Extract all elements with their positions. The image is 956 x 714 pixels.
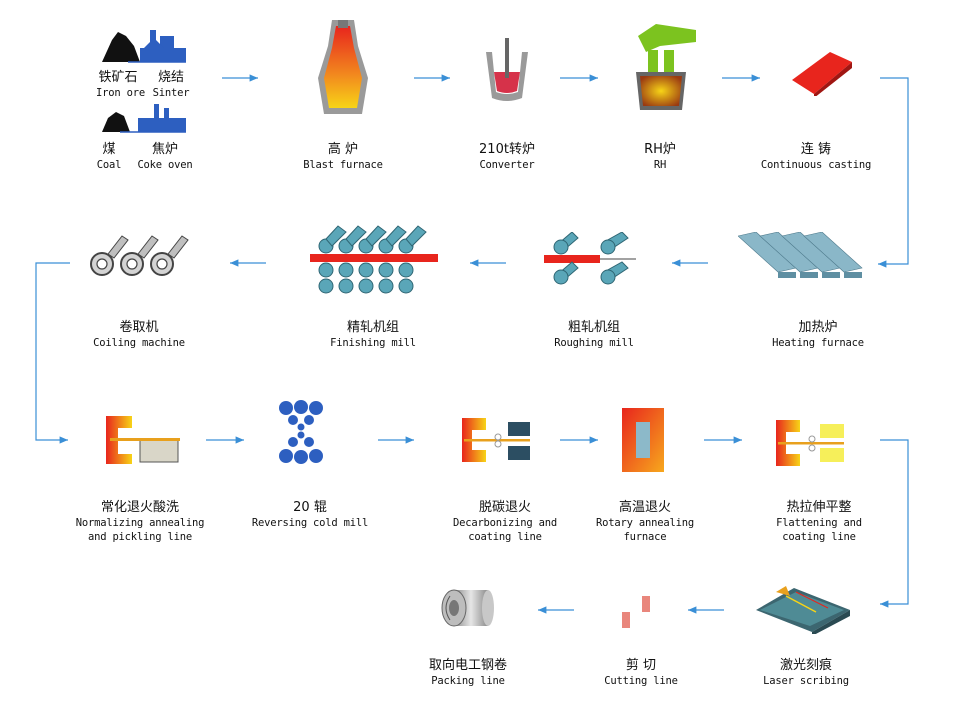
laser-scribing-icon: [756, 586, 850, 634]
cutting-line-label: 剪 切 Cutting line: [596, 658, 686, 688]
flattening-zh: 热拉伸平整: [786, 500, 852, 515]
coiling-machine-icon: [90, 235, 189, 276]
laser-scribing-en: Laser scribing: [763, 675, 849, 687]
iron-ore-label: 铁矿石 Iron ore: [96, 70, 145, 100]
coke-oven-zh: 焦炉: [151, 142, 178, 157]
coiling-machine-label: 卷取机 Coiling machine: [84, 320, 194, 350]
roughing-mill-en: Roughing mill: [554, 337, 634, 349]
heating-furnace-label: 加热炉 Heating furnace: [760, 320, 876, 350]
normalizing-label: 常化退火酸洗 Normalizing annealing and picklin…: [68, 500, 212, 544]
roughing-mill-icon: [544, 232, 636, 285]
flattening-en-line2: coating line: [782, 531, 856, 543]
iron-ore-sinter-icon: [102, 30, 186, 63]
packing-line-zh: 取向电工钢卷: [428, 658, 507, 673]
blast-furnace-en: Blast furnace: [303, 159, 383, 171]
finishing-mill-zh: 精轧机组: [346, 320, 399, 335]
finishing-mill-en: Finishing mill: [330, 337, 416, 349]
decarbonizing-zh: 脱碳退火: [478, 500, 531, 515]
rh-label: RH炉 RH: [630, 142, 690, 172]
continuous-casting-en: Continuous casting: [760, 159, 872, 171]
continuous-casting-zh: 连 铸: [800, 142, 832, 157]
rotary-annealing-label: 高温退火 Rotary annealing furnace: [590, 500, 700, 544]
converter-icon: [486, 38, 528, 101]
cutting-line-icon: [622, 596, 650, 628]
rotary-annealing-en-line2: furnace: [623, 531, 667, 543]
rotary-annealing-furnace-icon: [622, 408, 664, 472]
reversing-cold-mill-icon: [279, 400, 323, 464]
coke-oven-label: 焦炉 Coke oven: [134, 142, 196, 172]
normalizing-annealing-icon: [106, 416, 180, 464]
coal-en: Coal: [96, 159, 122, 171]
converter-en: Converter: [479, 159, 535, 171]
normalizing-zh: 常化退火酸洗: [100, 500, 179, 515]
connector-left: [35, 262, 70, 444]
connector-right-1: [878, 77, 909, 268]
cutting-line-en: Cutting line: [604, 675, 678, 687]
coal-label: 煤 Coal: [92, 142, 126, 172]
rh-furnace-icon: [636, 24, 696, 110]
normalizing-en-line1: Normalizing annealing: [75, 517, 205, 529]
continuous-casting-label: 连 铸 Continuous casting: [756, 142, 876, 172]
coiling-machine-en: Coiling machine: [93, 337, 185, 349]
packing-line-label: 取向电工钢卷 Packing line: [414, 658, 522, 688]
rotary-annealing-en-line1: Rotary annealing: [596, 517, 694, 529]
rh-en: RH: [653, 159, 667, 171]
roughing-mill-label: 粗轧机组 Roughing mill: [542, 320, 646, 350]
roughing-mill-zh: 粗轧机组: [567, 320, 620, 335]
steel-coil-icon: [441, 589, 494, 627]
finishing-mill-icon: [310, 225, 438, 294]
iron-ore-en: Iron ore: [96, 87, 145, 99]
converter-label: 210t转炉 Converter: [462, 142, 552, 172]
packing-line-en: Packing line: [431, 675, 505, 687]
heating-furnace-icon: [738, 232, 863, 278]
converter-zh: 210t转炉: [479, 142, 535, 157]
sinter-label: 烧结 Sinter: [148, 70, 194, 100]
blast-furnace-icon: [318, 20, 368, 114]
connector-right-2: [880, 439, 909, 608]
decarbonizing-en-line2: coating line: [468, 531, 542, 543]
reversing-mill-label: 20 辊 Reversing cold mill: [248, 500, 372, 530]
blast-furnace-zh: 高 炉: [327, 142, 359, 157]
blast-furnace-label: 高 炉 Blast furnace: [293, 142, 393, 172]
sinter-zh: 烧结: [157, 70, 184, 85]
rh-zh: RH炉: [644, 142, 676, 157]
flattening-label: 热拉伸平整 Flattening and coating line: [766, 500, 872, 544]
sinter-en: Sinter: [152, 87, 190, 99]
heating-furnace-zh: 加热炉: [798, 320, 838, 335]
coal-coke-oven-icon: [102, 104, 186, 133]
iron-ore-zh: 铁矿石: [98, 70, 138, 85]
decarbonizing-label: 脱碳退火 Decarbonizing and coating line: [446, 500, 564, 544]
coiling-machine-zh: 卷取机: [119, 320, 159, 335]
decarbonizing-en-line1: Decarbonizing and: [452, 517, 558, 529]
flattening-coating-icon: [776, 420, 844, 466]
reversing-mill-zh: 20 辊: [293, 500, 327, 515]
laser-scribing-label: 激光刻痕 Laser scribing: [754, 658, 858, 688]
laser-scribing-zh: 激光刻痕: [779, 658, 832, 673]
heating-furnace-en: Heating furnace: [772, 337, 864, 349]
coke-oven-en: Coke oven: [137, 159, 193, 171]
finishing-mill-label: 精轧机组 Finishing mill: [318, 320, 428, 350]
flattening-en-line1: Flattening and: [776, 517, 862, 529]
coal-zh: 煤: [102, 142, 116, 157]
decarbonizing-annealing-icon: [462, 418, 530, 462]
rotary-annealing-zh: 高温退火: [618, 500, 671, 515]
normalizing-en-line2: and pickling line: [87, 531, 193, 543]
continuous-casting-slab-icon: [792, 52, 852, 96]
reversing-mill-en: Reversing cold mill: [251, 517, 369, 529]
cutting-line-zh: 剪 切: [625, 658, 657, 673]
